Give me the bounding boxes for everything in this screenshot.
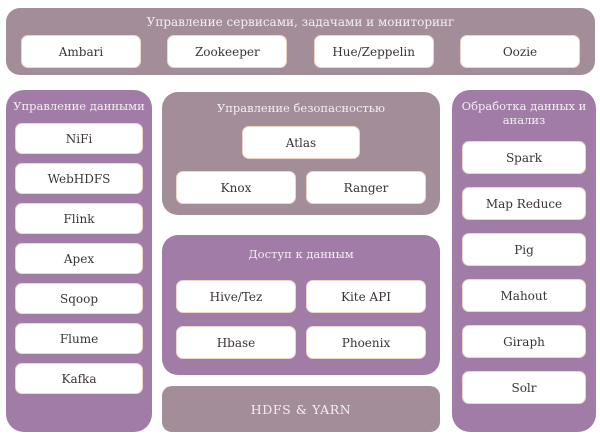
- node-ambari: Ambari: [21, 35, 141, 68]
- panel-data-access-title: Доступ к данным: [248, 247, 354, 261]
- panel-data-management-title: Управление данными: [13, 99, 145, 113]
- node-map-reduce: Map Reduce: [462, 187, 586, 220]
- panel-services-title: Управление сервисами, задачами и монитор…: [146, 15, 455, 29]
- security-bottom-row: Knox Ranger: [162, 171, 440, 204]
- security-top-row: Atlas: [162, 126, 440, 159]
- node-knox: Knox: [176, 171, 296, 204]
- node-atlas: Atlas: [242, 126, 360, 159]
- node-flink: Flink: [15, 203, 143, 234]
- data-access-row-2: Hbase Phoenix: [162, 326, 440, 359]
- node-ranger: Ranger: [306, 171, 426, 204]
- node-kite-api: Kite API: [306, 280, 426, 313]
- panel-security-title: Управление безопасностью: [216, 101, 386, 115]
- panel-data-processing-title: Обработка данных и анализ: [461, 99, 587, 127]
- panel-data-access: Доступ к данным Hive/Tez Kite API Hbase …: [162, 235, 440, 375]
- node-sqoop: Sqoop: [15, 283, 143, 314]
- processing-node-list: Spark Map Reduce Pig Mahout Giraph Solr: [452, 127, 596, 404]
- node-phoenix: Phoenix: [306, 326, 426, 359]
- node-solr: Solr: [462, 371, 586, 404]
- node-pig: Pig: [462, 233, 586, 266]
- node-webhdfs: WebHDFS: [15, 163, 143, 194]
- node-apex: Apex: [15, 243, 143, 274]
- panel-security-management: Управление безопасностью Atlas Knox Rang…: [162, 92, 440, 215]
- node-oozie: Oozie: [459, 35, 580, 68]
- panel-data-management: Управление данными NiFi WebHDFS Flink Ap…: [6, 90, 152, 432]
- data-management-node-list: NiFi WebHDFS Flink Apex Sqoop Flume Kafk…: [6, 113, 152, 394]
- panel-data-processing: Обработка данных и анализ Spark Map Redu…: [452, 90, 596, 432]
- node-hbase: Hbase: [176, 326, 296, 359]
- node-mahout: Mahout: [462, 279, 586, 312]
- data-access-row-1: Hive/Tez Kite API: [162, 280, 440, 313]
- panel-services-management: Управление сервисами, задачами и монитор…: [6, 8, 595, 75]
- node-spark: Spark: [462, 141, 586, 174]
- node-flume: Flume: [15, 323, 143, 354]
- services-node-row: Ambari Zookeeper Hue/Zeppelin Oozie: [6, 29, 595, 68]
- node-hive-tez: Hive/Tez: [176, 280, 296, 313]
- node-giraph: Giraph: [462, 325, 586, 358]
- node-zookeeper: Zookeeper: [167, 35, 288, 68]
- node-nifi: NiFi: [15, 123, 143, 154]
- node-hue-zeppelin: Hue/Zeppelin: [313, 35, 434, 68]
- node-kafka: Kafka: [15, 363, 143, 394]
- panel-storage-hdfs-yarn: HDFS & YARN: [162, 386, 440, 432]
